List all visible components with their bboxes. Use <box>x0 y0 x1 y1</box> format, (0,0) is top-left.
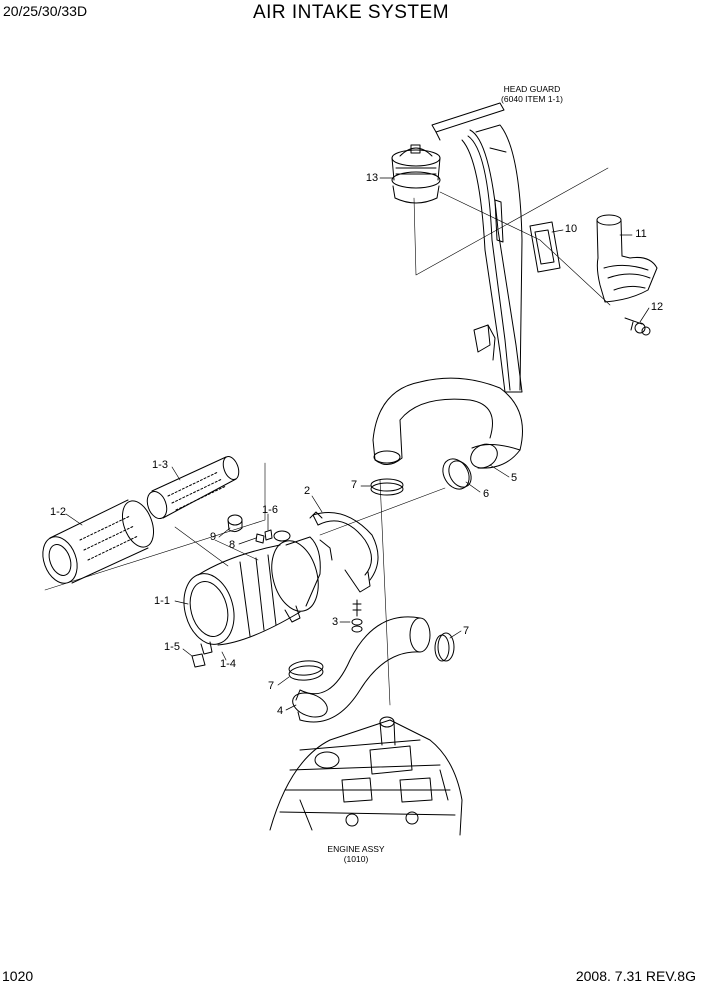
engine-drawing <box>270 717 462 835</box>
callout-2: 2 <box>303 485 311 497</box>
vacuator-valve-1-5 <box>192 654 205 667</box>
callout-1-4: 1-4 <box>220 658 236 670</box>
lower-hose-4 <box>289 617 430 722</box>
head-guard-reference: HEAD GUARD (6040 ITEM 1-1) <box>501 84 563 104</box>
gasket-10 <box>530 222 560 272</box>
callout-7-right: 7 <box>462 625 470 637</box>
callout-6: 6 <box>482 488 490 500</box>
callout-1-2: 1-2 <box>50 506 66 518</box>
mounting-band-2 <box>310 512 378 592</box>
callout-1-6: 1-6 <box>262 504 278 516</box>
callout-3: 3 <box>331 616 339 628</box>
callout-13: 13 <box>365 172 379 184</box>
page-number: 1020 <box>2 968 34 984</box>
clamp-6 <box>438 454 476 494</box>
engine-ref-line1: ENGINE ASSY <box>327 844 385 854</box>
date-revision: 2008. 7.31 REV.8G <box>575 968 696 984</box>
inner-filter-1-3 <box>144 454 242 521</box>
engine-reference: ENGINE ASSY (1010) <box>327 844 384 864</box>
callout-7-lower: 7 <box>267 680 275 692</box>
leader-lines <box>66 178 649 710</box>
clamp-7-upper <box>371 479 403 495</box>
upper-hose-5 <box>373 378 523 472</box>
callout-4: 4 <box>276 705 284 717</box>
callout-11: 11 <box>635 228 647 240</box>
head-guard-ref-line1: HEAD GUARD <box>503 84 561 94</box>
intake-elbow-11 <box>597 215 657 302</box>
callout-12: 12 <box>650 301 664 313</box>
callout-1-1: 1-1 <box>154 595 170 607</box>
clamp-7-lower <box>288 633 454 681</box>
callout-5: 5 <box>510 472 518 484</box>
callout-9: 9 <box>209 531 217 543</box>
air-cleaner-1-1 <box>177 531 326 654</box>
head-guard-ref-line2: (6040 ITEM 1-1) <box>501 94 563 104</box>
outer-filter-1-2 <box>37 497 160 588</box>
callout-1-3: 1-3 <box>152 459 168 471</box>
model-number: 20/25/30/33D <box>3 3 88 19</box>
engine-ref-line2: (1010) <box>343 854 369 864</box>
callout-10: 10 <box>564 223 578 235</box>
bolt-12 <box>625 318 650 335</box>
head-guard-drawing <box>432 103 522 392</box>
fittings-9-8-1-6 <box>228 515 272 543</box>
callout-7-upper: 7 <box>350 479 358 491</box>
assembly-lines <box>45 168 610 705</box>
callout-8: 8 <box>228 539 236 551</box>
callout-1-5: 1-5 <box>164 641 180 653</box>
bolt-3 <box>352 600 362 632</box>
page-title: AIR INTAKE SYSTEM <box>252 2 450 23</box>
precleaner-13 <box>392 145 440 203</box>
